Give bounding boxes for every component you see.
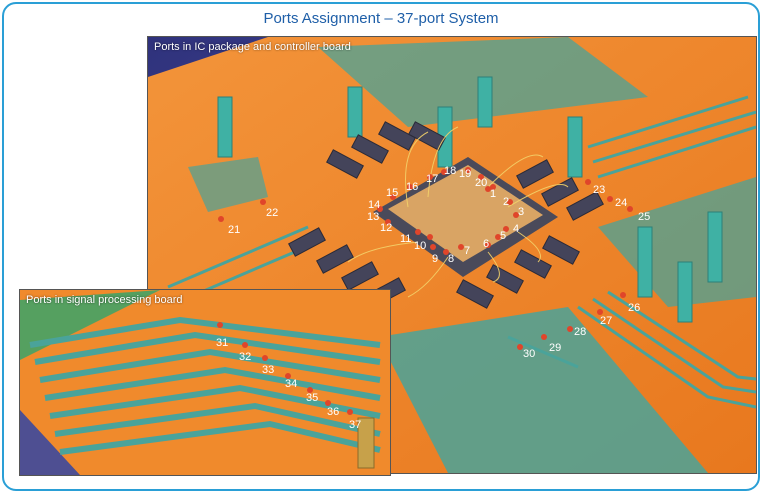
inset-panel: 31 32 33 34 35 36 37 Ports in signal pro… — [19, 289, 391, 476]
port-label-2: 2 — [503, 196, 509, 208]
port-label-20: 20 — [475, 177, 487, 189]
port-label-21: 21 — [228, 224, 240, 236]
port-label-13: 13 — [367, 211, 379, 223]
port-label-12: 12 — [380, 222, 392, 234]
port-label-26: 26 — [628, 302, 640, 314]
port-label-34: 34 — [285, 378, 297, 390]
port-label-17: 17 — [426, 173, 438, 185]
port-label-24: 24 — [615, 197, 627, 209]
port-label-28: 28 — [574, 326, 586, 338]
main-port-labels: 1 2 3 4 5 6 7 8 9 10 11 12 13 14 15 16 1… — [228, 165, 650, 360]
port-label-16: 16 — [406, 181, 418, 193]
inset-panel-caption: Ports in signal processing board — [26, 294, 183, 306]
port-label-19: 19 — [459, 168, 471, 180]
port-label-30: 30 — [523, 348, 535, 360]
inset-port-markers — [217, 322, 353, 415]
port-label-37: 37 — [349, 419, 361, 431]
port-label-10: 10 — [414, 240, 426, 252]
port-label-15: 15 — [386, 187, 398, 199]
port-label-22: 22 — [266, 207, 278, 219]
port-label-33: 33 — [262, 364, 274, 376]
port-label-4: 4 — [513, 223, 519, 235]
port-label-9: 9 — [432, 253, 438, 265]
port-label-3: 3 — [518, 206, 524, 218]
port-label-6: 6 — [483, 238, 489, 250]
port-label-5: 5 — [500, 230, 506, 242]
port-label-8: 8 — [448, 253, 454, 265]
port-label-23: 23 — [593, 184, 605, 196]
port-label-35: 35 — [306, 392, 318, 404]
port-label-31: 31 — [216, 337, 228, 349]
port-label-32: 32 — [239, 351, 251, 363]
port-label-27: 27 — [600, 315, 612, 327]
port-label-18: 18 — [444, 165, 456, 177]
figure-title: Ports Assignment – 37-port System — [263, 10, 499, 27]
port-label-29: 29 — [549, 342, 561, 354]
port-label-14: 14 — [368, 199, 380, 211]
port-label-25: 25 — [638, 211, 650, 223]
main-panel-caption: Ports in IC package and controller board — [154, 41, 351, 53]
main-port-markers — [218, 167, 633, 350]
port-label-11: 11 — [400, 233, 411, 245]
inset-board-illustration: 31 32 33 34 35 36 37 — [20, 290, 390, 475]
port-label-1: 1 — [490, 188, 496, 200]
inset-port-labels: 31 32 33 34 35 36 37 — [216, 337, 361, 431]
port-label-36: 36 — [327, 406, 339, 418]
port-label-7: 7 — [464, 245, 470, 257]
